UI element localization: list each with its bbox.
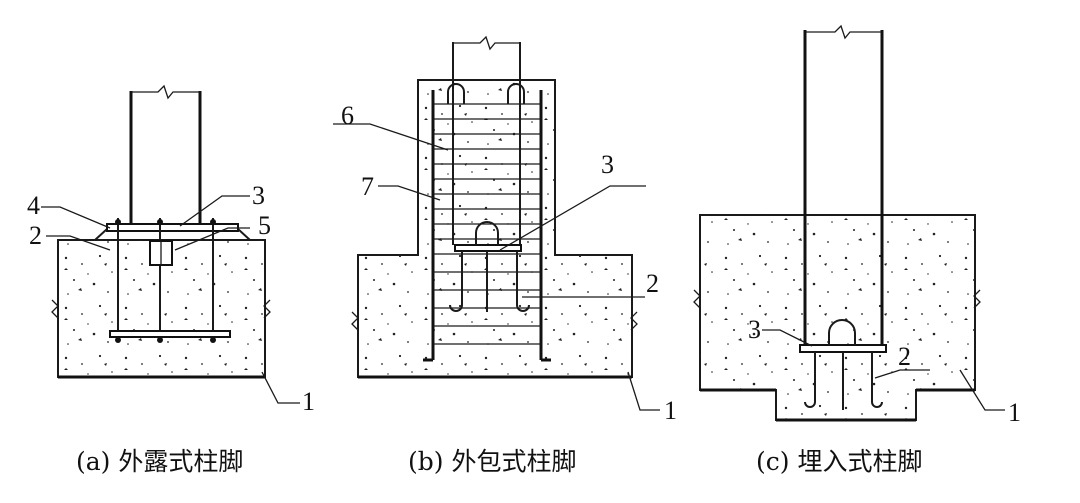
break-mark-left [693,289,701,309]
column-break-line [805,24,882,40]
anchor-bolt [871,352,883,408]
bolt-nut [210,219,216,225]
anchor-bolt [516,251,530,312]
label-2: 2 [898,342,911,371]
bolt-nut [157,337,163,343]
caption-a: (a) 外露式柱脚 [76,447,243,476]
bolt-nut [157,219,163,225]
leader-1 [261,371,300,404]
leader-1 [959,369,1005,411]
label-1: 1 [302,387,315,416]
anchor-plate [109,330,231,338]
base-plate [454,244,522,252]
leader-1 [627,371,660,411]
column-break-line [453,35,520,51]
leader-2 [874,369,930,379]
column-break-line [131,84,200,100]
break-mark-left [51,299,59,319]
label-1: 1 [1008,398,1021,427]
concrete-texture [358,80,632,377]
top-hook [447,83,465,104]
panel-a: 4 2 3 5 1 (a) 外露式柱脚 [27,84,315,476]
leader-2 [46,235,111,251]
anchor-bolt [804,352,816,408]
label-4: 4 [27,191,40,220]
label-1: 1 [664,396,677,425]
break-mark-right [973,289,981,309]
label-3: 3 [252,181,265,210]
shear-stud [828,319,856,345]
break-mark-left [351,311,359,331]
bolt-nut [115,337,121,343]
leader-5 [174,227,250,251]
base-plate [799,344,887,353]
label-7: 7 [361,172,374,201]
caption-b: (b) 外包式柱脚 [408,447,576,476]
label-2: 2 [646,269,659,298]
leader-3 [762,329,813,347]
label-3: 3 [601,150,614,179]
anchor-bolt [449,251,463,312]
leader-6 [333,123,449,151]
panel-c: 3 2 1 (c) 埋入式柱脚 [693,24,1021,476]
label-3: 3 [748,315,761,344]
caption-c: (c) 埋入式柱脚 [756,447,922,476]
base-plate [106,223,239,232]
label-2: 2 [29,221,42,250]
bolt-nut [115,219,121,225]
leader-3 [499,185,646,251]
leader-3 [179,195,250,227]
stirrups [433,103,541,345]
break-mark-right [263,299,271,319]
label-6: 6 [341,101,354,130]
bolt-nut [210,337,216,343]
shear-stud [475,221,499,245]
panel-b: 6 7 3 2 1 (b) 外包式柱脚 [333,35,677,476]
concrete-texture [700,215,975,420]
label-5: 5 [258,211,271,240]
leader-4 [41,206,111,229]
top-hook [507,83,525,104]
leader-7 [378,185,441,201]
break-mark-right [630,311,638,331]
